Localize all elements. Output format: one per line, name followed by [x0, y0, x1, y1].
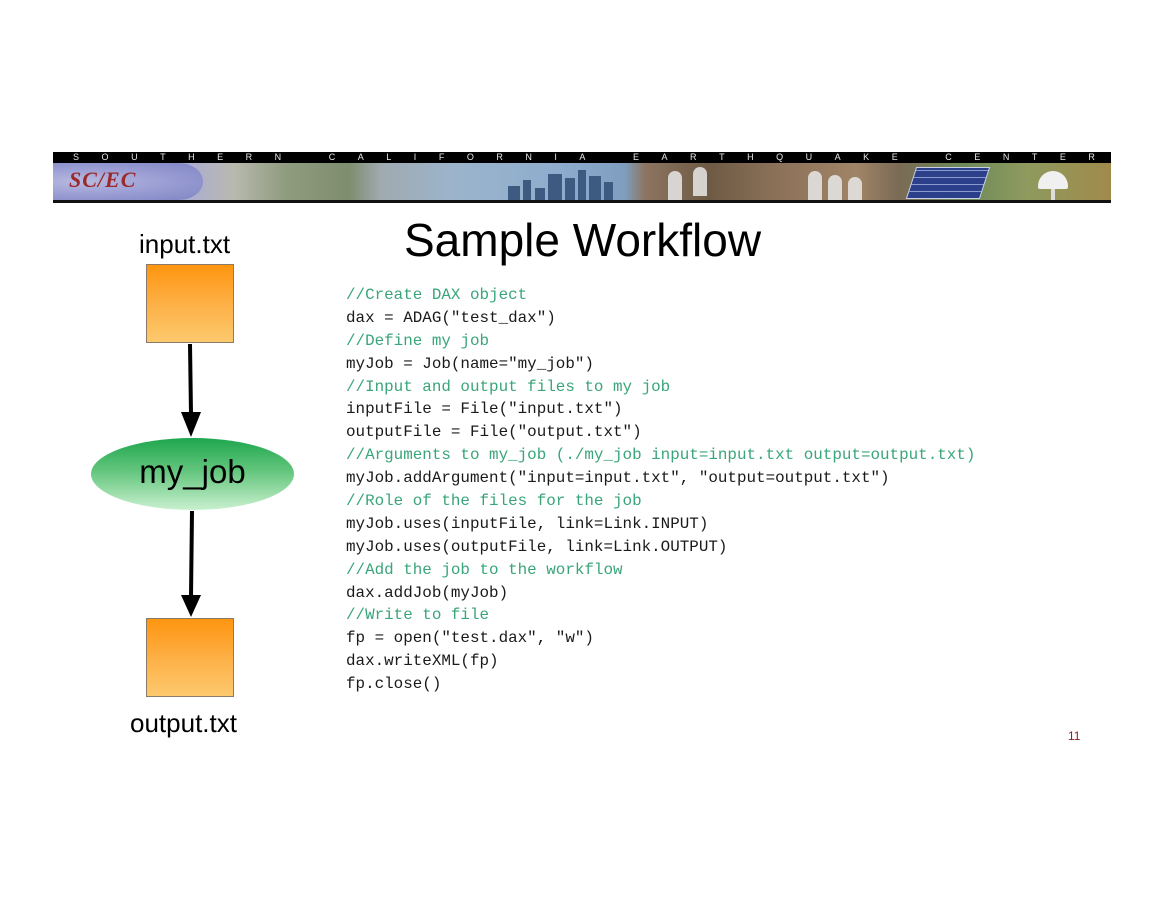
code-statement-line: myJob.addArgument("input=input.txt", "ou… [346, 469, 890, 488]
city-building [589, 176, 601, 200]
banner-letter: A [357, 152, 364, 162]
job-node: my_job [91, 438, 294, 510]
code-statement-line: inputFile = File("input.txt") [346, 400, 623, 419]
photo-person [668, 171, 682, 200]
banner-letter: E [1059, 152, 1066, 162]
scec-banner: S O U T H E R N C A L I F O R N I A E A R T H Q U A K E C E N T E R SC… [53, 152, 1111, 203]
code-statement-line: myJob.uses(inputFile, link=Link.INPUT) [346, 514, 709, 533]
banner-letter: U [805, 152, 813, 162]
edge-line [188, 343, 193, 415]
scec-logo: SC/EC [69, 167, 137, 192]
photo-person [848, 177, 862, 200]
banner-letter: Q [776, 152, 784, 162]
banner-letter: I [554, 152, 557, 162]
banner-letter: T [719, 152, 725, 162]
city-building [565, 178, 575, 200]
output-file-label: output.txt [130, 708, 237, 738]
banner-letter: T [160, 152, 166, 162]
code-comment-line: //Write to file [346, 606, 490, 625]
photo-person [808, 171, 822, 200]
photo-person [828, 175, 842, 200]
city-building [535, 188, 545, 200]
edge-line [189, 510, 194, 597]
city-building [508, 186, 520, 200]
code-statement-line: dax.addJob(myJob) [346, 583, 509, 602]
code-listing: //Create DAX object dax = ADAG("test_dax"… [346, 284, 975, 696]
arrowhead-icon [181, 412, 201, 437]
code-comment-line: //Define my job [346, 331, 490, 350]
code-comment-line: //Input and output files to my job [346, 377, 671, 396]
banner-letter: O [466, 152, 474, 162]
input-file-label: input.txt [139, 229, 231, 259]
banner-letter: O [101, 152, 109, 162]
code-statement-line: fp = open("test.dax", "w") [346, 629, 594, 648]
code-statement-line: dax.writeXML(fp) [346, 652, 499, 671]
banner-letter: E [974, 152, 981, 162]
photo-person [693, 167, 707, 196]
banner-letter: R [245, 152, 253, 162]
code-statement-line: dax = ADAG("test_dax") [346, 308, 556, 327]
city-building [548, 174, 562, 200]
banner-letter: I [413, 152, 417, 162]
city-building [604, 182, 613, 200]
code-statement-line: outputFile = File("output.txt") [346, 423, 642, 442]
code-statement-line: fp.close() [346, 675, 442, 694]
page-number: 11 [1068, 729, 1081, 743]
banner-letter: H [747, 152, 754, 162]
banner-letter: N [525, 152, 532, 162]
banner-letter: A [834, 152, 841, 162]
banner-letter: R [690, 152, 697, 162]
output-file-node [146, 618, 234, 697]
code-statement-line: myJob = Job(name="my_job") [346, 354, 594, 373]
banner-bottom-border [53, 200, 1111, 203]
banner-letter: R [1088, 152, 1095, 162]
banner-letter: N [274, 152, 282, 162]
banner-letter: R [496, 152, 503, 162]
banner-letter: E [217, 152, 224, 162]
banner-letter: C [328, 152, 336, 162]
banner-letter: N [1002, 152, 1010, 162]
code-statement-line: myJob.uses(outputFile, link=Link.OUTPUT) [346, 537, 728, 556]
gps-dome-stand [1051, 189, 1055, 200]
arrowhead-icon [181, 595, 201, 617]
banner-photo-collage: SC/EC [53, 163, 1111, 200]
banner-letter: K [863, 152, 870, 162]
banner-letter: C [945, 152, 952, 162]
job-label: my_job [139, 453, 246, 490]
edge-input-to-job [181, 343, 201, 437]
code-comment-line: //Arguments to my_job (./my_job input=in… [346, 446, 976, 465]
city-building [578, 170, 586, 200]
banner-letter: E [632, 152, 639, 162]
gps-dome-image [1038, 171, 1068, 189]
code-comment-line: //Role of the files for the job [346, 492, 642, 511]
banner-letter: A [661, 152, 668, 162]
banner-letter: T [1031, 152, 1038, 162]
banner-letter: L [386, 152, 392, 162]
banner-bay-image [53, 163, 203, 200]
code-comment-line: //Add the job to the workflow [346, 560, 623, 579]
banner-letter: H [188, 152, 195, 162]
city-building [523, 180, 531, 200]
edge-job-to-output [181, 510, 201, 617]
input-file-node [146, 264, 234, 343]
banner-letter: E [891, 152, 898, 162]
code-comment-line: //Create DAX object [346, 286, 528, 304]
banner-letter: U [131, 152, 138, 162]
slide-title: Sample Workflow [404, 214, 762, 266]
banner-letter: S [73, 152, 80, 162]
banner-letter: A [579, 152, 586, 162]
banner-letter: F [438, 152, 445, 162]
